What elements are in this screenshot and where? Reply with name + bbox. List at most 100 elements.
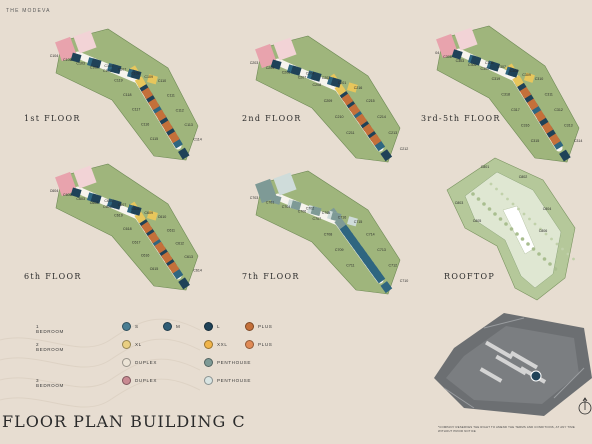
legend-item: PLUS	[245, 322, 272, 331]
unit-label: C703	[250, 196, 258, 200]
unit-label: C105	[104, 64, 113, 68]
unit-label: C311	[545, 93, 553, 97]
color-swatch	[204, 340, 213, 349]
unit-label: C205	[266, 66, 275, 70]
unit-label: C202	[322, 76, 331, 80]
unit-label: C713	[377, 248, 386, 252]
unit-label: C317	[511, 108, 520, 112]
unit-label: C108	[131, 71, 140, 75]
decorative-swirl	[0, 318, 200, 408]
unit-label: C211	[346, 131, 354, 135]
unit-label: C319	[492, 77, 501, 81]
legend-item: XXL	[204, 340, 227, 349]
unit-label: C806	[539, 229, 548, 233]
floor-plan-6th[interactable]: C604C605C606C607C603C608C602C609C601C610…	[50, 148, 220, 310]
unit-label: C213	[389, 131, 398, 135]
unit-label: C707	[313, 217, 322, 221]
unit-label: C118	[123, 93, 131, 97]
site-plan-map	[434, 313, 592, 416]
unit-label: C618	[123, 227, 132, 231]
color-swatch	[163, 322, 172, 331]
unit-label: C316	[521, 123, 530, 127]
unit-label: C207	[298, 75, 307, 79]
floor-plan-2nd[interactable]: C203C204C205C202C206C201C207C216C208C215…	[250, 20, 420, 180]
unit-label: C119	[114, 78, 122, 82]
legend-item: L	[204, 322, 220, 331]
unit-label: C303	[456, 59, 465, 63]
legend-item: M	[163, 322, 180, 331]
unit-label: C110	[158, 79, 166, 83]
unit-label: C617	[132, 240, 141, 244]
floor-label-2nd: 2nd FLOOR	[242, 114, 302, 123]
unit-label: C209	[324, 99, 333, 103]
page-title: FLOOR PLAN BUILDING C	[2, 412, 246, 431]
unit-type-legend: 1 BEDROOM S M L PLUS 2 BEDROOM XL XXL PL…	[36, 322, 296, 392]
unit-label: C103	[76, 62, 85, 66]
floor-label-1st: 1st FLOOR	[24, 114, 81, 123]
legend-item: PENTHOUSE	[204, 358, 251, 367]
unit-label: C102	[90, 65, 99, 69]
unit-label: C619	[114, 214, 123, 218]
unit-label: C710	[400, 279, 409, 283]
unit-label: C313	[564, 124, 573, 128]
unit-label: C607	[118, 203, 127, 207]
unit-label: C301	[480, 67, 489, 71]
legend-item: DUPLEX	[122, 376, 157, 385]
color-swatch	[204, 322, 213, 331]
color-swatch	[204, 358, 213, 367]
unit-label: C104	[50, 54, 58, 58]
color-swatch	[245, 340, 254, 349]
unit-label: C117	[132, 108, 140, 112]
unit-label: C210	[335, 115, 344, 119]
unit-label: C701	[266, 201, 275, 205]
unit-label: C614	[193, 268, 202, 272]
unit-label: C612	[175, 242, 184, 246]
unit-label: C705	[322, 211, 331, 215]
unit-label: C106	[63, 58, 72, 62]
floor-plan-1st[interactable]: C104C105C106C107C103C108C102C109C101C110…	[50, 8, 220, 178]
unit-label: C714	[366, 233, 375, 237]
unit-label: C109	[144, 75, 153, 79]
unit-label: C804	[543, 207, 552, 211]
unit-label: C610	[158, 215, 167, 219]
unit-label: C309	[522, 73, 531, 77]
unit-label: C307	[497, 65, 506, 69]
unit-label: C801	[481, 165, 490, 169]
unit-label: C204	[306, 71, 315, 75]
unit-label: C113	[185, 123, 193, 127]
color-swatch	[122, 322, 131, 331]
unit-label: C315	[531, 139, 540, 143]
unit-label: C604	[50, 189, 58, 193]
floor-plan-3rd-5th[interactable]: C304C305C306C307C303C308C302C309C301C310…	[435, 10, 592, 180]
color-swatch	[245, 322, 254, 331]
color-swatch	[204, 376, 213, 385]
unit-label: C611	[167, 228, 175, 232]
unit-label: C709	[335, 248, 344, 252]
unit-label: C308	[510, 69, 519, 73]
color-swatch	[122, 358, 131, 367]
legend-category: 3 BEDROOM	[36, 378, 64, 388]
legend-item: DUPLEX	[122, 358, 157, 367]
floor-label-rooftop: ROOFTOP	[444, 272, 496, 281]
unit-label: C203	[250, 61, 258, 65]
unit-label: C302	[468, 63, 477, 67]
floor-label-7th: 7th FLOOR	[242, 272, 300, 281]
unit-label: C601	[103, 205, 112, 209]
unit-label: C704	[282, 205, 291, 209]
unit-label: C711	[346, 263, 354, 267]
floor-plan-7th[interactable]: C703C702C701C705C704C716C706C715C707C714…	[250, 160, 420, 310]
unit-label: C805	[473, 219, 482, 223]
unit-label: C605	[104, 199, 113, 203]
unit-label: C613	[184, 255, 193, 259]
unit-label: C803	[455, 201, 464, 205]
legend-item: PLUS	[245, 340, 272, 349]
unit-label: C702	[306, 206, 315, 210]
unit-label: C111	[167, 94, 175, 98]
unit-label: C116	[141, 122, 149, 126]
north-arrow-icon	[578, 397, 592, 415]
unit-label: C603	[76, 197, 85, 201]
unit-label: C114	[193, 138, 201, 142]
unit-label: C318	[501, 92, 510, 96]
unit-label: C602	[90, 201, 99, 205]
